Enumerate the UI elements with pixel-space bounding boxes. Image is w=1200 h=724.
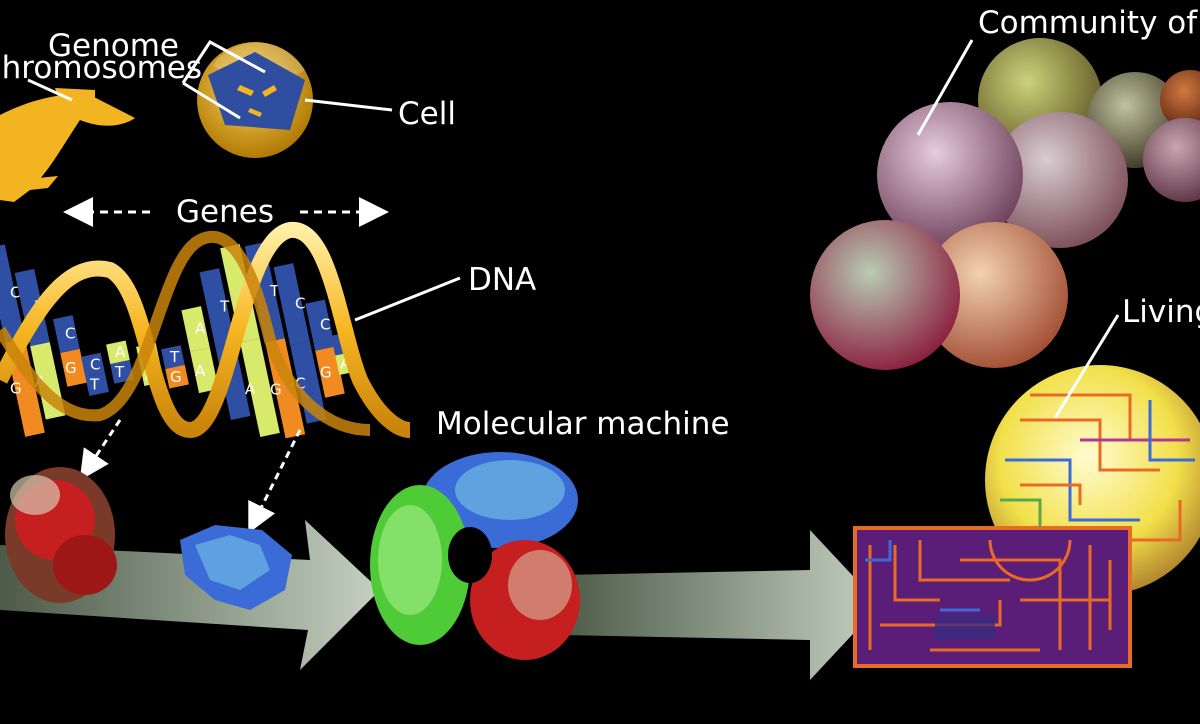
dna-base-block [0,244,25,343]
dna-label: DNA [468,262,536,298]
dna-base-letter: T [269,282,280,300]
dna-base-letter: T [169,348,180,366]
dna-base-letter: T [89,375,100,393]
dna-base-block [290,341,327,424]
cell-label: Cell [398,96,456,132]
dna-base-block [53,315,80,353]
dna-base-letter: G [65,359,77,377]
dna-base-block [273,263,310,346]
dna-base-letter: C [295,294,305,312]
community-of-cells [810,38,1200,370]
dna-base-letter: G [170,368,182,386]
dna-base-block [220,244,260,343]
genome-label: Genome [48,28,179,64]
dna-base-block [305,299,335,351]
dna-base-block [181,306,210,352]
community-leader-line [916,39,974,136]
dna-base-block [165,364,189,389]
protein-red [5,467,117,603]
dna-base-letter: C [320,316,330,334]
dna-base-block [199,268,235,347]
chromosomes-illustration [0,88,135,202]
chromosomes-leader-line [27,78,73,102]
dna-base-letter: G [320,364,332,382]
dna-base-block [240,338,280,438]
dna-base-letter: T [114,363,125,381]
living-leader-line [1053,314,1120,419]
dna-base-block [81,352,105,377]
genome-leader-line-2 [182,81,241,120]
genes-label: Genes [176,194,274,230]
flow-arrow-right [560,530,880,680]
dna-base-block [190,347,219,394]
dna-base-letter: A [340,354,351,372]
dna-base-letter: A [115,343,126,361]
protein-blue [180,525,292,610]
translation-arrow-2 [248,429,302,534]
dna-base-letter: G [270,380,282,398]
genome-leader-line [181,40,266,84]
dna-base-letter: C [90,355,100,373]
cell-leader-line [304,98,393,112]
dna-base-block [106,340,130,365]
dna-base-block [60,348,87,387]
molecular-machine-label: Molecular machine [436,406,730,442]
dna-base-block [85,372,109,396]
dna-base-letter: C [65,325,75,343]
dna-base-letter: A [195,319,206,337]
circuit-board [853,526,1132,668]
molecular-machine-complex [370,452,580,660]
dna-base-letter: C [295,374,305,392]
chromosomes-label: Chromosomes [0,50,202,86]
dna-leader-line [354,276,461,322]
dna-base-letter: C [10,284,20,302]
translation-arrow-1 [79,419,122,481]
dna-base-letter: G [10,380,22,398]
dna-base-letter: A [245,380,256,398]
cell-illustration [197,42,313,158]
dna-base-block [161,345,185,369]
living-thing-label: Living thing [1122,294,1200,330]
community-label: Community of cells [978,5,1200,41]
dna-base-letter: A [195,362,206,380]
dna-base-letter: T [219,297,230,315]
